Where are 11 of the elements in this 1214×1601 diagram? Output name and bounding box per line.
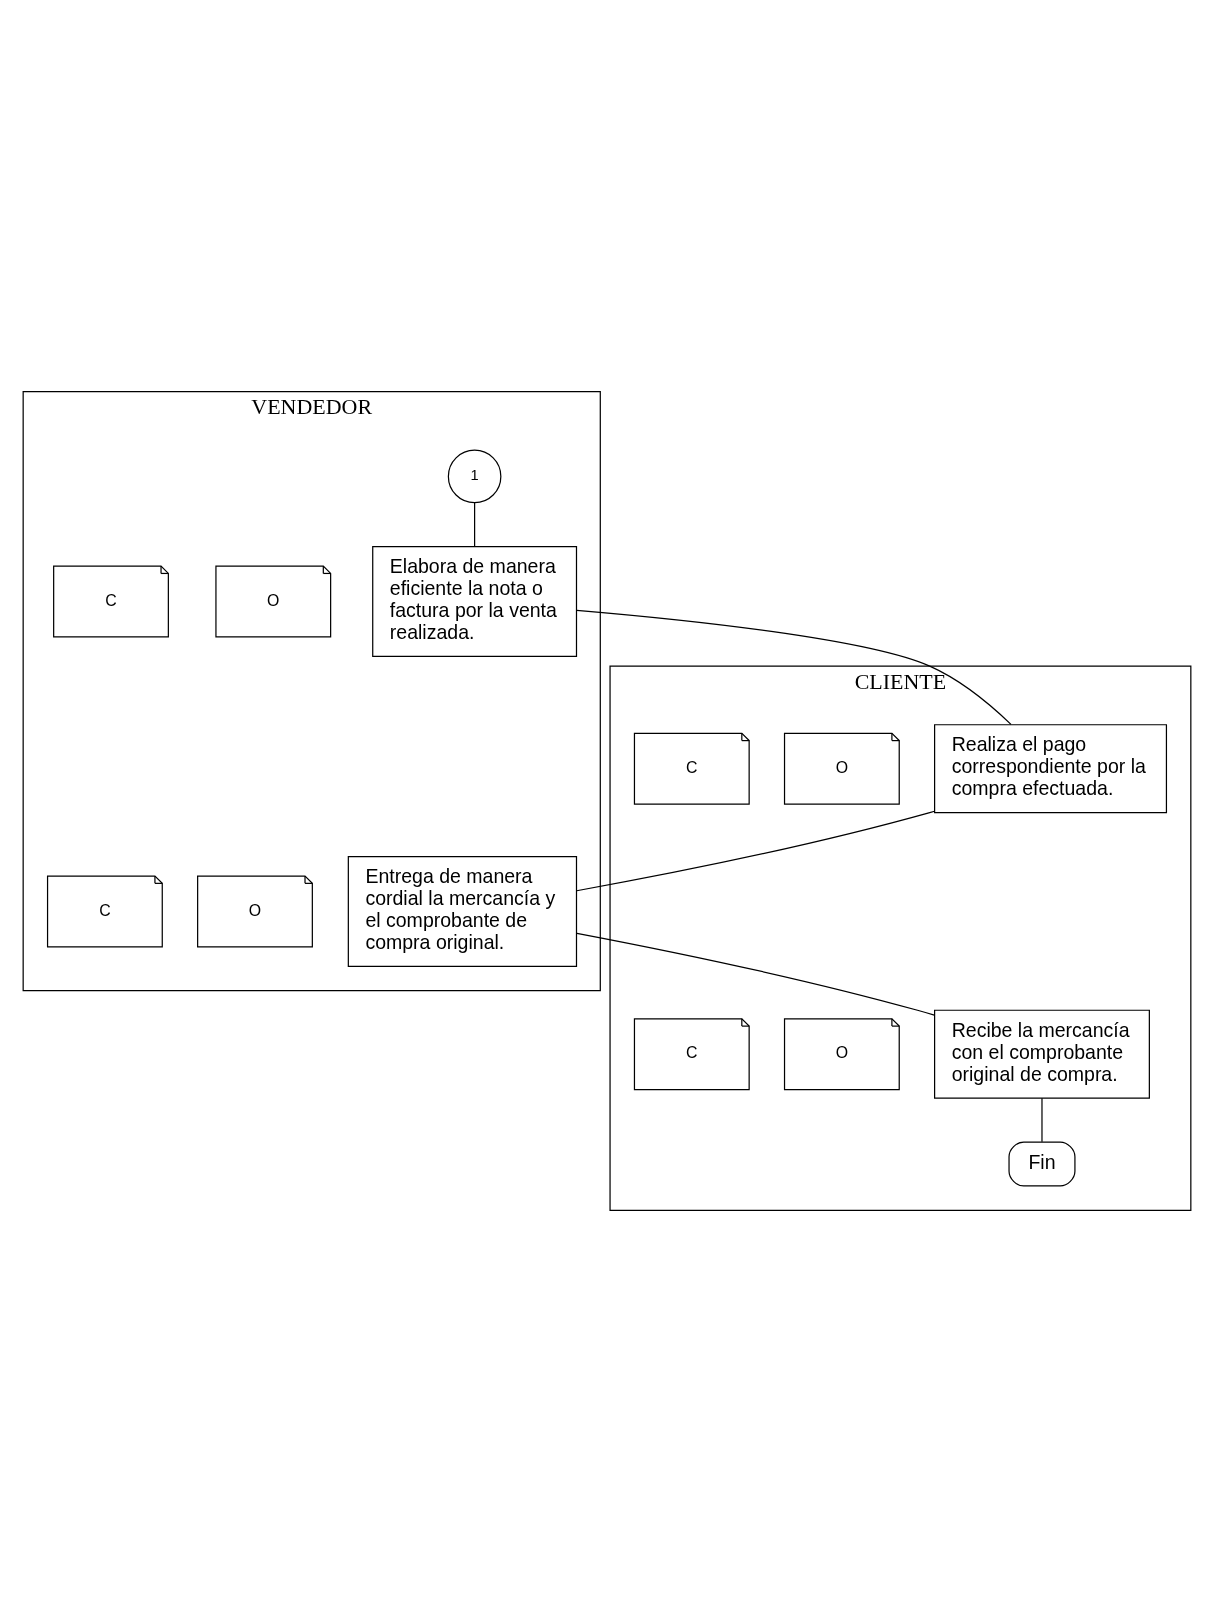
node-box: Recibe la mercancía con el comprobante original de compra.	[934, 1009, 1150, 1099]
connector	[576, 810, 936, 891]
connector	[1041, 1097, 1043, 1142]
connector	[576, 932, 935, 1016]
node-box: Elabora de manera eficiente la nota o factura por la venta realizada.	[372, 545, 578, 657]
node-box: Entrega de manera cordial la mercancía y el comprobante de compra original.	[347, 855, 578, 967]
connector	[576, 609, 1012, 725]
node-circle: 1	[447, 449, 502, 503]
node-box: Fin	[1008, 1140, 1076, 1187]
node-box: Realiza el pago correspondiente por la compra efectuada.	[934, 723, 1168, 813]
connector	[474, 501, 476, 547]
